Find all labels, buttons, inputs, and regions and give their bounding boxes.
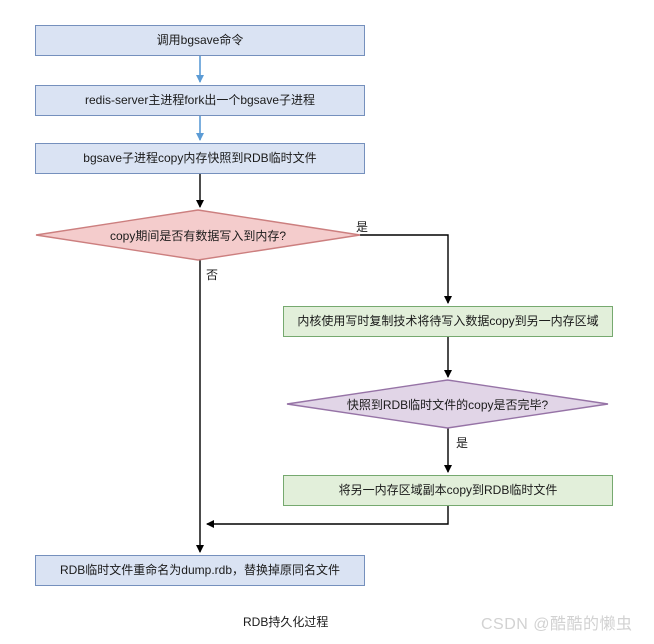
edge-replica-to-trunk xyxy=(206,505,449,528)
node-copy-snapshot-label: bgsave子进程copy内存快照到RDB临时文件 xyxy=(83,151,317,166)
node-fork-child-label: redis-server主进程fork出一个bgsave子进程 xyxy=(84,93,316,108)
edge-label-yes-data-written: 是 xyxy=(356,220,369,234)
edge-label-yes-copy-finished: 是 xyxy=(456,436,469,450)
node-copy-finished-label: 快照到RDB临时文件的copy是否完毕? xyxy=(346,397,549,412)
node-fork-child[interactable]: redis-server主进程fork出一个bgsave子进程 xyxy=(35,85,365,116)
diagram-caption: RDB持久化过程 xyxy=(243,615,329,629)
csdn-watermark: CSDN @酷酷的懒虫 xyxy=(481,616,633,633)
node-copy-on-write-label: 内核使用写时复制技术将待写入数据copy到另一内存区域 xyxy=(297,314,599,329)
node-copy-on-write[interactable]: 内核使用写时复制技术将待写入数据copy到另一内存区域 xyxy=(283,306,613,337)
node-rename-dump-label: RDB临时文件重命名为dump.rdb，替换掉原同名文件 xyxy=(59,563,341,578)
diamond-shape-purple xyxy=(286,379,609,429)
node-copy-finished[interactable]: 快照到RDB临时文件的copy是否完毕? xyxy=(286,379,609,429)
node-data-written-label: copy期间是否有数据写入到内存? xyxy=(109,228,287,243)
diamond-shape-red xyxy=(35,209,361,261)
node-copy-replica[interactable]: 将另一内存区域副本copy到RDB临时文件 xyxy=(283,475,613,506)
node-rename-dump[interactable]: RDB临时文件重命名为dump.rdb，替换掉原同名文件 xyxy=(35,555,365,586)
edge-label-no-data-written: 否 xyxy=(206,268,219,282)
node-copy-replica-label: 将另一内存区域副本copy到RDB临时文件 xyxy=(338,483,558,498)
edge-yes-to-cow xyxy=(360,234,452,304)
node-call-bgsave[interactable]: 调用bgsave命令 xyxy=(35,25,365,56)
node-copy-snapshot[interactable]: bgsave子进程copy内存快照到RDB临时文件 xyxy=(35,143,365,174)
node-data-written[interactable]: copy期间是否有数据写入到内存? xyxy=(35,209,361,261)
node-call-bgsave-label: 调用bgsave命令 xyxy=(156,33,244,48)
